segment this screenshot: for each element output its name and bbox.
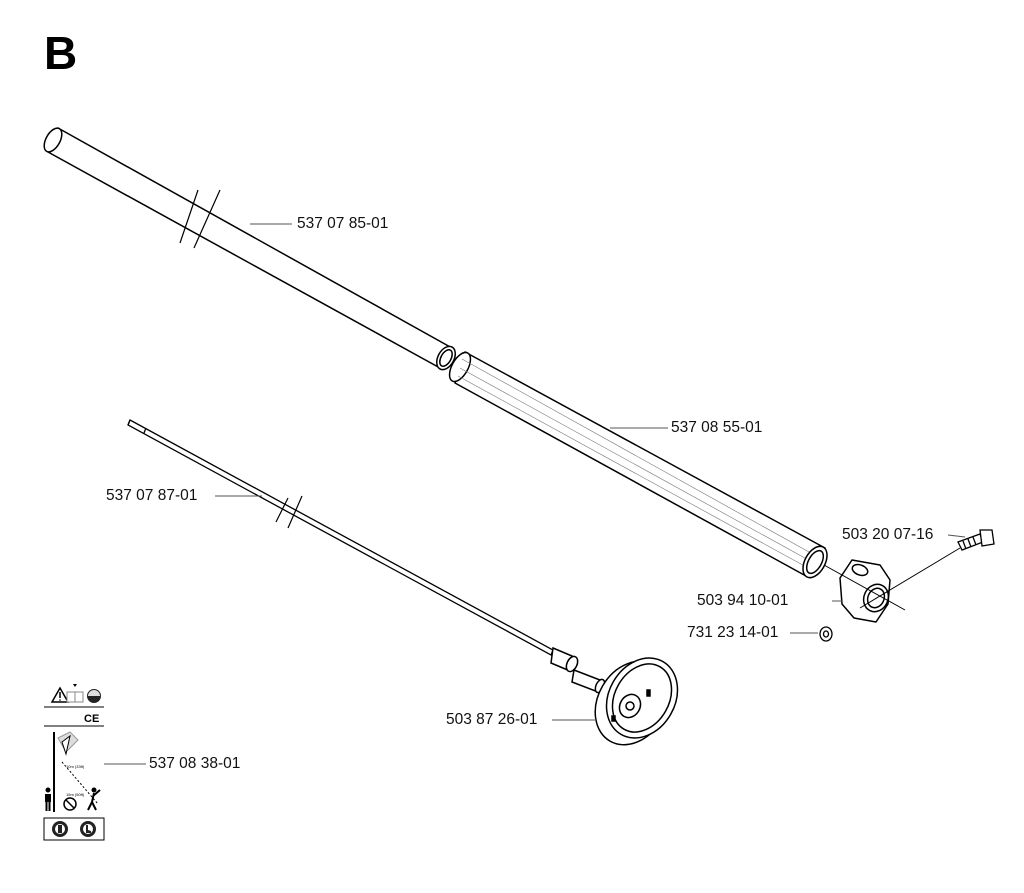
part-number-clamp: 503 94 10-01 bbox=[697, 592, 789, 609]
part-number-screw: 503 20 07-16 bbox=[842, 526, 934, 543]
operator-icon bbox=[87, 787, 101, 811]
distance-label-top: 10m (33ft) bbox=[66, 764, 85, 769]
warning-decal: CE 10m (33ft) 15m (50ft) bbox=[43, 684, 105, 841]
leader-lines bbox=[104, 223, 966, 765]
person-icon bbox=[45, 787, 51, 811]
inner-tube bbox=[448, 351, 828, 579]
part-number-inner-tube: 537 08 55-01 bbox=[671, 419, 763, 436]
outer-tube bbox=[43, 127, 457, 371]
no-entry-icon bbox=[63, 797, 77, 811]
section-letter: B bbox=[44, 27, 78, 79]
clutch-drum bbox=[550, 646, 679, 746]
power-line-hazard-icon bbox=[53, 731, 99, 812]
boot-protection-icon bbox=[80, 821, 96, 837]
ce-mark: CE bbox=[84, 713, 99, 725]
part-number-nut: 731 23 14-01 bbox=[687, 624, 779, 641]
part-number-drive-shaft: 537 07 87-01 bbox=[106, 487, 198, 504]
ear-protection-icon bbox=[52, 821, 68, 837]
part-number-decal: 537 08 38-01 bbox=[149, 755, 241, 772]
part-number-outer-tube: 537 07 85-01 bbox=[297, 215, 389, 232]
helmet-icon bbox=[87, 689, 101, 703]
screw bbox=[957, 529, 995, 551]
distance-label-bottom: 15m (50ft) bbox=[66, 792, 85, 797]
tube-clamp bbox=[839, 559, 891, 623]
assembly-axis-lines bbox=[823, 547, 961, 611]
part-number-clutch-drum: 503 87 26-01 bbox=[446, 711, 538, 728]
nut bbox=[819, 626, 833, 642]
drive-shaft bbox=[127, 419, 554, 656]
